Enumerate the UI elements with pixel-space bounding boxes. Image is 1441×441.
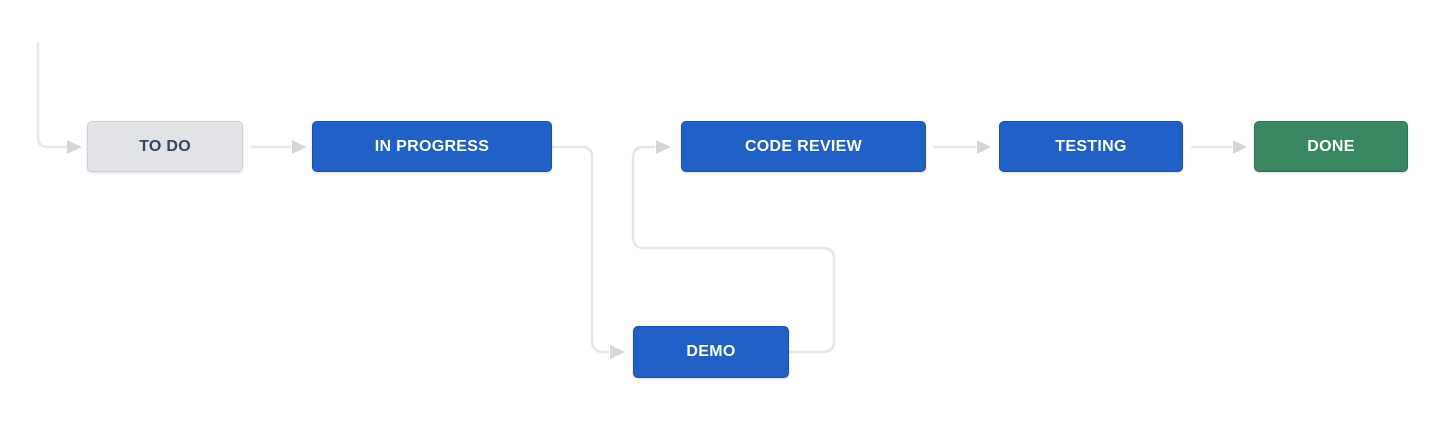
connector-testing-to-done: [1191, 140, 1247, 154]
status-label: IN PROGRESS: [374, 137, 490, 155]
arrowhead-icon: [656, 140, 671, 154]
status-label: TESTING: [1055, 137, 1127, 155]
status-node-demo[interactable]: DEMO: [633, 326, 789, 378]
status-label: DONE: [1307, 137, 1355, 155]
status-label: CODE REVIEW: [744, 137, 863, 155]
status-node-testing[interactable]: TESTING: [999, 121, 1183, 172]
connector-line: [552, 145, 609, 354]
status-node-to-do[interactable]: TO DO: [87, 121, 243, 172]
connector-todo-to-inprogress: [251, 140, 306, 154]
status-label: DEMO: [686, 343, 736, 360]
status-node-done[interactable]: DONE: [1254, 121, 1408, 172]
status-node-in-progress[interactable]: IN PROGRESS: [312, 121, 552, 172]
arrowhead-icon: [977, 140, 991, 154]
status-node-code-review[interactable]: CODE REVIEW: [681, 121, 926, 172]
connector-demo-to-codereview: [631, 140, 836, 354]
connector-start-to-todo: [36, 42, 82, 154]
arrowhead-icon: [67, 140, 82, 154]
connector-inprogress-to-demo: [552, 145, 625, 359]
arrowhead-icon: [292, 140, 306, 154]
arrowhead-icon: [610, 345, 625, 359]
connector-line: [36, 42, 67, 149]
connector-line: [631, 145, 836, 354]
connector-codereview-to-testing: [934, 140, 991, 154]
status-label: TO DO: [139, 137, 191, 155]
arrowhead-icon: [1233, 140, 1247, 154]
